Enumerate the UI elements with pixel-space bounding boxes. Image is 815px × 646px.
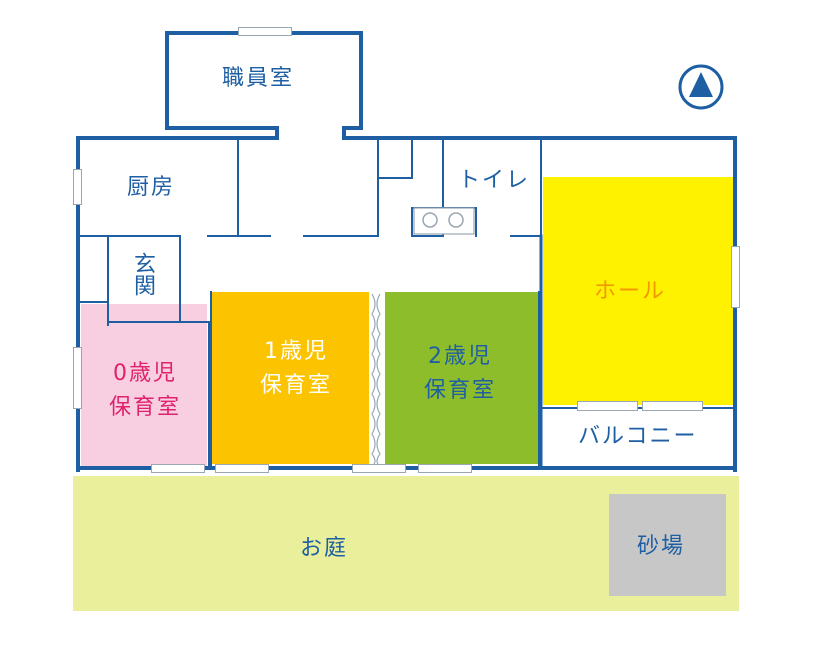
toilet-wall-1 xyxy=(377,137,413,179)
sink-counter xyxy=(413,207,475,235)
label-toilet: トイレ xyxy=(458,168,531,193)
north-arrow-icon xyxy=(678,64,724,110)
window-room0-left xyxy=(73,347,82,409)
label-hall: ホール xyxy=(594,279,667,304)
sink-right xyxy=(448,212,464,228)
window-bottom-2 xyxy=(215,464,269,473)
window-staff-top xyxy=(238,27,292,36)
label-room0: 0歳児 保育室 xyxy=(108,361,181,421)
folding-partition xyxy=(371,293,376,467)
window-bottom-3 xyxy=(352,464,406,473)
label-garden: お庭 xyxy=(300,536,349,561)
window-kitchen-left xyxy=(73,169,82,205)
window-hall-bottom-1 xyxy=(577,401,638,411)
label-staff-room: 職員室 xyxy=(222,66,295,91)
room2-fill xyxy=(385,292,538,464)
window-hall-bottom-2 xyxy=(642,401,703,411)
window-bottom-4 xyxy=(418,464,472,473)
window-hall-right xyxy=(731,246,740,308)
room0-fill xyxy=(81,304,207,466)
label-kitchen: 厨房 xyxy=(127,175,176,200)
hall-fill xyxy=(543,177,733,405)
label-room2: 2歳児 保育室 xyxy=(423,344,496,404)
compass xyxy=(678,64,724,110)
folding-partition-2 xyxy=(376,293,381,467)
label-balcony: バルコニー xyxy=(578,424,698,449)
window-bottom-1 xyxy=(151,464,205,473)
corridor-wall xyxy=(303,137,379,237)
sink-left xyxy=(422,212,438,228)
staff-room-wall-left xyxy=(165,31,279,130)
label-entrance: 玄関 xyxy=(130,252,155,296)
label-room1: 1歳児 保育室 xyxy=(259,339,332,399)
label-sandbox: 砂場 xyxy=(637,534,686,559)
outer-wall-top-left xyxy=(76,126,279,472)
room1-fill xyxy=(212,292,369,464)
sandbox-area xyxy=(609,494,726,596)
